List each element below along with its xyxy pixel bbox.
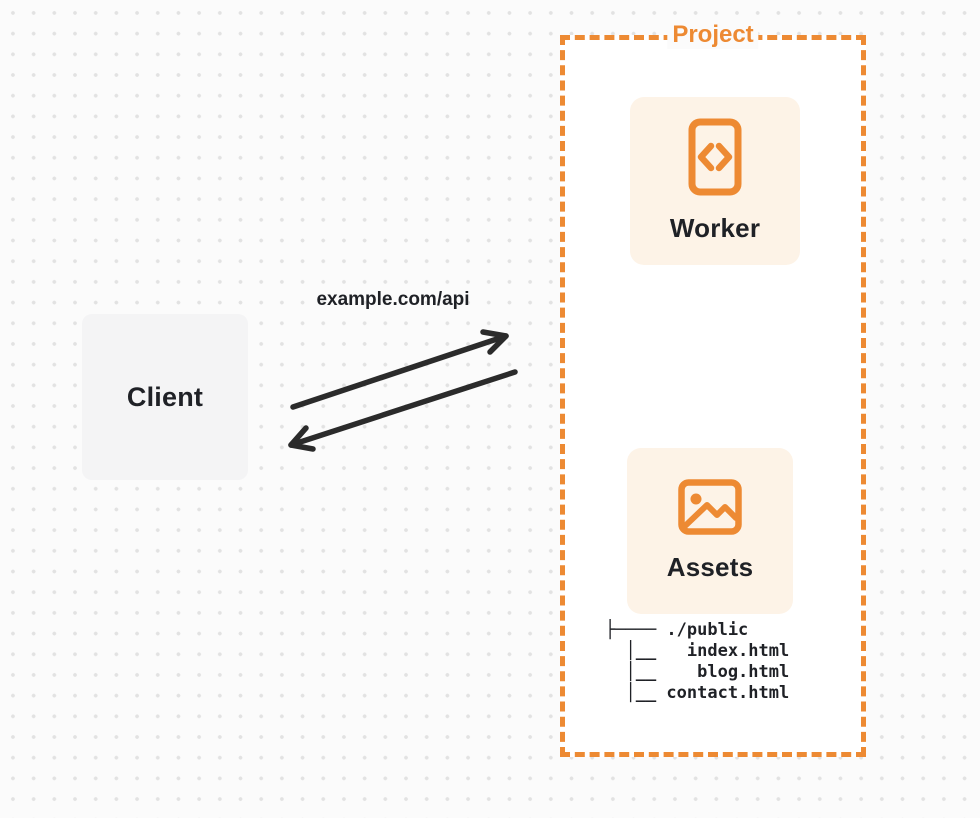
- assets-label: Assets: [666, 552, 754, 582]
- code-file-icon: [688, 118, 742, 196]
- worker-node: Worker: [630, 97, 800, 265]
- assets-node: Assets: [627, 448, 793, 614]
- request-url-label: example.com/api: [316, 289, 470, 310]
- project-label: Project: [667, 21, 759, 49]
- response-arrow: [288, 369, 518, 452]
- image-icon: [678, 479, 742, 535]
- project-container: Project Worker Assets ├──── ./public │__…: [560, 21, 866, 757]
- request-arrow: [290, 329, 509, 410]
- client-node: Client: [82, 314, 248, 480]
- client-label: Client: [126, 381, 204, 412]
- file-tree: ├──── ./public │__ index.html │__ blog.h…: [605, 620, 790, 703]
- worker-label: Worker: [669, 213, 761, 243]
